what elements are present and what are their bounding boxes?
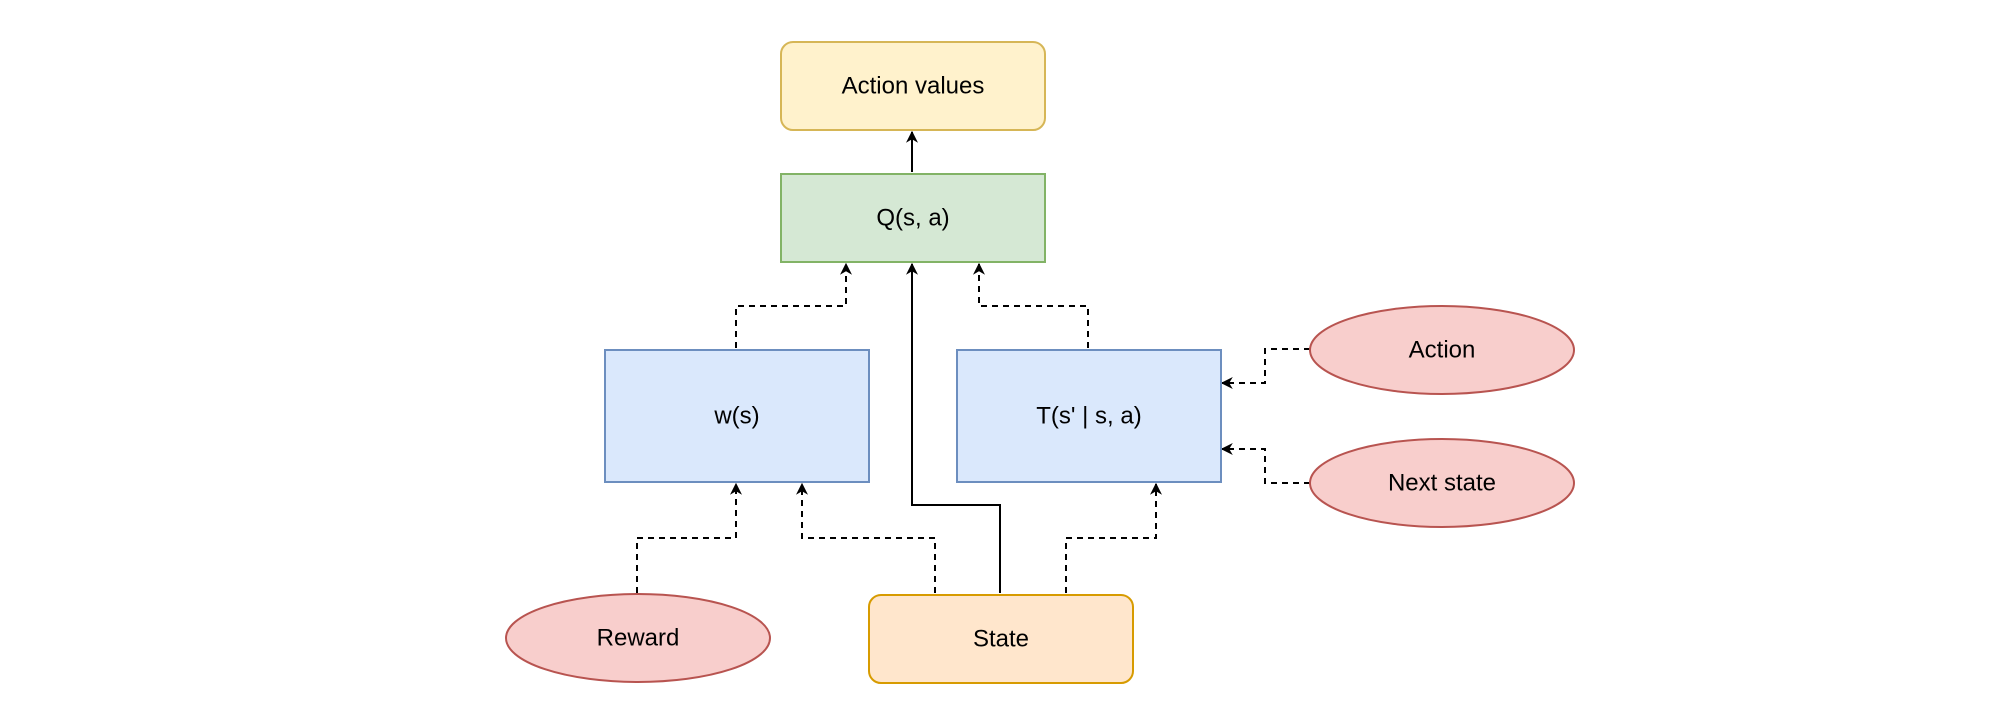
node-w: w(s): [604, 349, 870, 483]
next-state-label: Next state: [1388, 470, 1496, 497]
next-state-ellipse: [1309, 438, 1575, 528]
q-box: [780, 173, 1046, 263]
action-label: Action: [1409, 337, 1476, 364]
node-t: T(s' | s, a): [956, 349, 1222, 483]
edge-w-to-q: [735, 262, 852, 348]
edge-state-to-w: [796, 482, 936, 593]
edge-next-state-to-t: [1220, 443, 1310, 484]
action-values-label: Action values: [842, 73, 985, 100]
w-label: w(s): [713, 403, 759, 430]
edge-action-to-t: [1220, 348, 1310, 389]
node-reward: Reward: [505, 593, 771, 683]
edge-t-to-q: [973, 262, 1089, 348]
edge-reward-to-w: [636, 482, 742, 593]
reward-ellipse: [505, 593, 771, 683]
edge-state-to-q: [906, 262, 1001, 593]
action-values-box: [780, 41, 1046, 131]
t-label: T(s' | s, a): [1036, 403, 1141, 430]
q-label: Q(s, a): [876, 205, 949, 232]
edge-state-to-t: [1065, 482, 1162, 593]
action-ellipse: [1309, 305, 1575, 395]
reward-label: Reward: [597, 625, 680, 652]
node-q: Q(s, a): [780, 173, 1046, 263]
state-box: [868, 594, 1134, 684]
node-action: Action: [1309, 305, 1575, 395]
w-box: [604, 349, 870, 483]
node-next-state: Next state: [1309, 438, 1575, 528]
t-box: [956, 349, 1222, 483]
node-action-values: Action values: [780, 41, 1046, 131]
node-state: State: [868, 594, 1134, 684]
state-label: State: [973, 626, 1029, 653]
edges: [636, 130, 1310, 593]
